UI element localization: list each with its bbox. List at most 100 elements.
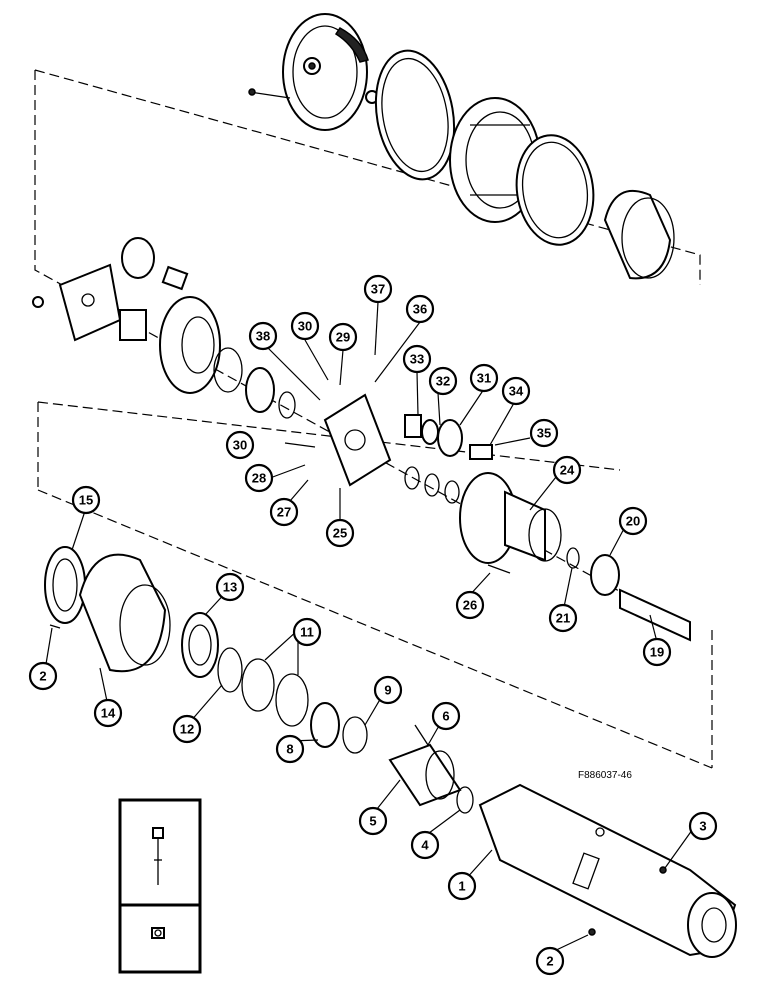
svg-text:14: 14 xyxy=(101,706,116,721)
o-ring xyxy=(456,786,474,814)
callout-26[interactable]: 26 xyxy=(455,590,485,620)
callout-34[interactable]: 34 xyxy=(501,376,531,406)
snap-ring-upper xyxy=(213,347,243,393)
svg-text:5: 5 xyxy=(369,814,376,829)
planet-pin xyxy=(469,444,493,460)
callout-4[interactable]: 4 xyxy=(410,830,440,860)
callout-36[interactable]: 36 xyxy=(405,294,435,324)
ring-gear xyxy=(603,190,675,280)
svg-text:11: 11 xyxy=(300,625,314,640)
callout-24[interactable]: 24 xyxy=(552,455,582,485)
seal-ring xyxy=(342,716,368,754)
oil-seal xyxy=(44,546,86,624)
svg-text:24: 24 xyxy=(560,463,575,478)
callout-32[interactable]: 32 xyxy=(428,366,458,396)
callout-19[interactable]: 19 xyxy=(642,637,672,667)
sun-gear xyxy=(245,367,275,413)
callout-31[interactable]: 31 xyxy=(469,363,499,393)
snap-ring-lower xyxy=(217,647,243,693)
svg-text:31: 31 xyxy=(477,371,491,386)
svg-text:34: 34 xyxy=(509,384,524,399)
bolt-icon xyxy=(152,827,164,885)
wheel-spindle xyxy=(388,743,462,807)
callout-29[interactable]: 29 xyxy=(328,322,358,352)
gasket-ring-upper xyxy=(374,49,456,181)
needle-bearing xyxy=(421,419,439,445)
svg-text:33: 33 xyxy=(410,352,424,367)
callout-11[interactable]: 11 xyxy=(292,617,322,647)
callout-2-upper[interactable]: 2 xyxy=(28,661,58,691)
callout-30-lower[interactable]: 30 xyxy=(225,430,255,460)
inset-box xyxy=(118,798,202,974)
gasket-ring-lower xyxy=(515,134,595,246)
stud-bolt xyxy=(414,724,429,746)
svg-text:21: 21 xyxy=(556,611,570,626)
thrust-washers xyxy=(404,466,460,504)
shim-ring xyxy=(566,547,580,569)
callout-30-upper[interactable]: 30 xyxy=(290,311,320,341)
svg-text:19: 19 xyxy=(650,645,664,660)
grease-fitting xyxy=(588,866,667,936)
pinion-bracket xyxy=(32,263,122,342)
svg-text:35: 35 xyxy=(537,426,551,441)
svg-text:9: 9 xyxy=(384,683,391,698)
callout-8[interactable]: 8 xyxy=(275,734,305,764)
planet-gear xyxy=(437,419,463,457)
callout-21[interactable]: 21 xyxy=(548,603,578,633)
spindle-hub xyxy=(459,472,562,564)
figure-reference: F886037-46 xyxy=(578,770,632,781)
svg-text:2: 2 xyxy=(39,669,46,684)
splined-shaft-short xyxy=(119,309,147,341)
callout-5[interactable]: 5 xyxy=(358,806,388,836)
callout-13[interactable]: 13 xyxy=(215,572,245,602)
callout-2-lower[interactable]: 2 xyxy=(535,946,565,976)
spur-gear-small xyxy=(121,237,155,279)
lock-plate xyxy=(404,414,422,438)
callout-9[interactable]: 9 xyxy=(373,675,403,705)
svg-text:1: 1 xyxy=(458,879,465,894)
callout-14[interactable]: 14 xyxy=(93,698,123,728)
callout-38[interactable]: 38 xyxy=(248,321,278,351)
callout-6[interactable]: 6 xyxy=(431,701,461,731)
svg-text:3: 3 xyxy=(699,819,706,834)
thrust-ring xyxy=(278,391,296,419)
callout-33[interactable]: 33 xyxy=(402,344,432,374)
axle-housing xyxy=(478,783,737,958)
svg-text:28: 28 xyxy=(252,471,266,486)
callout-3[interactable]: 3 xyxy=(688,811,718,841)
callouts: 37 36 30 29 38 33 32 31 34 35 30 28 27 2… xyxy=(28,274,718,976)
svg-text:8: 8 xyxy=(286,742,293,757)
wheel-hub xyxy=(78,553,171,673)
svg-text:36: 36 xyxy=(413,302,427,317)
callout-12[interactable]: 12 xyxy=(172,714,202,744)
callout-15[interactable]: 15 xyxy=(71,485,101,515)
svg-text:27: 27 xyxy=(277,505,291,520)
bearing-cup xyxy=(310,702,340,748)
svg-text:38: 38 xyxy=(256,329,270,344)
svg-text:32: 32 xyxy=(436,374,450,389)
svg-text:4: 4 xyxy=(421,838,429,853)
hub-bolt xyxy=(487,564,511,574)
callout-27[interactable]: 27 xyxy=(269,497,299,527)
svg-text:26: 26 xyxy=(463,598,477,613)
svg-text:2: 2 xyxy=(546,954,553,969)
callout-35[interactable]: 35 xyxy=(529,418,559,448)
axle-shaft xyxy=(619,588,691,642)
svg-text:30: 30 xyxy=(233,438,247,453)
callout-28[interactable]: 28 xyxy=(244,463,274,493)
drive-gear xyxy=(590,554,620,596)
svg-text:6: 6 xyxy=(442,709,449,724)
svg-text:13: 13 xyxy=(223,580,237,595)
shim-set xyxy=(241,658,309,727)
callout-25[interactable]: 25 xyxy=(325,518,355,548)
svg-text:15: 15 xyxy=(79,493,93,508)
callout-37[interactable]: 37 xyxy=(363,274,393,304)
planet-carrier xyxy=(323,393,392,487)
callout-1[interactable]: 1 xyxy=(447,871,477,901)
callout-20[interactable]: 20 xyxy=(618,506,648,536)
svg-text:12: 12 xyxy=(180,722,194,737)
nut-icon xyxy=(151,927,165,939)
svg-text:25: 25 xyxy=(333,526,347,541)
bearing-outer xyxy=(181,612,219,678)
